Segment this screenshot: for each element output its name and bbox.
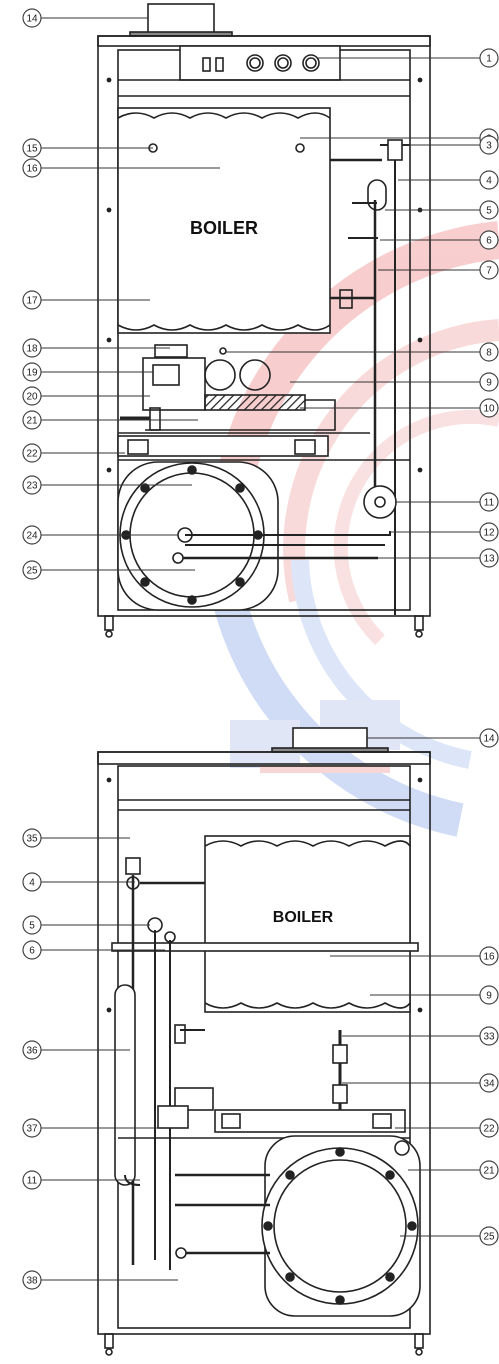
- callout-number: 16: [483, 952, 495, 963]
- callout-3: 3: [402, 135, 499, 155]
- callout-number: 6: [486, 236, 492, 247]
- callout-38: 38: [22, 1270, 178, 1290]
- callout-number: 14: [26, 14, 38, 25]
- callout-number: 12: [483, 528, 495, 539]
- callout-number: 18: [26, 344, 38, 355]
- callout-35: 35: [22, 828, 130, 848]
- callout-number: 17: [26, 296, 38, 307]
- callout-number: 1: [486, 54, 492, 65]
- callout-number: 4: [29, 878, 35, 889]
- callout-number: 21: [26, 416, 38, 427]
- callout-number: 34: [483, 1079, 495, 1090]
- callout-1: 1: [318, 48, 499, 68]
- callout-number: 13: [483, 554, 495, 565]
- callout-number: 36: [26, 1046, 38, 1057]
- callout-number: 35: [26, 834, 38, 845]
- callout-11: 11: [22, 1170, 140, 1190]
- callout-number: 23: [26, 481, 38, 492]
- callout-8: 8: [225, 342, 499, 362]
- callout-number: 15: [26, 144, 38, 155]
- callout-number: 37: [26, 1124, 38, 1135]
- callout-15: 15: [22, 138, 153, 158]
- callout-number: 11: [484, 498, 495, 509]
- callout-25: 25: [400, 1226, 499, 1246]
- callout-37: 37: [22, 1118, 160, 1138]
- callout-19: 19: [22, 362, 153, 382]
- callout-22: 22: [22, 443, 125, 463]
- callout-layer: 1415161718192021222324251234567891011121…: [22, 8, 499, 1290]
- callout-number: 6: [29, 946, 35, 957]
- callout-34: 34: [342, 1073, 499, 1093]
- callout-16: 16: [330, 946, 499, 966]
- callout-4: 4: [398, 170, 499, 190]
- callout-5: 5: [385, 200, 499, 220]
- callout-number: 10: [483, 404, 495, 415]
- callout-number: 22: [483, 1124, 495, 1135]
- boiler-label-top: BOILER: [190, 218, 258, 238]
- callout-12: 12: [390, 522, 499, 542]
- callout-number: 21: [483, 1166, 495, 1177]
- callout-number: 14: [483, 734, 495, 745]
- callout-4: 4: [22, 872, 135, 892]
- callout-number: 4: [486, 176, 492, 187]
- callout-number: 16: [26, 164, 38, 175]
- callout-number: 9: [486, 378, 492, 389]
- callout-number: 7: [486, 266, 492, 277]
- callout-20: 20: [22, 386, 150, 406]
- callout-9: 9: [290, 372, 499, 392]
- boiler-side-view: [97, 727, 431, 1356]
- callout-16: 16: [22, 158, 220, 178]
- callout-number: 33: [483, 1032, 495, 1043]
- callout-number: 24: [26, 531, 38, 542]
- callout-36: 36: [22, 1040, 130, 1060]
- callout-5: 5: [22, 915, 150, 935]
- callout-24: 24: [22, 525, 178, 545]
- callout-18: 18: [22, 338, 170, 358]
- callout-number: 3: [486, 141, 492, 152]
- callout-number: 22: [26, 449, 38, 460]
- callout-21: 21: [408, 1160, 499, 1180]
- callout-number: 25: [483, 1232, 495, 1243]
- callout-number: 11: [27, 1176, 38, 1187]
- boiler-label-bottom: BOILER: [273, 909, 334, 926]
- callout-13: 13: [378, 548, 499, 568]
- callout-22: 22: [395, 1118, 499, 1138]
- callout-number: 5: [29, 921, 35, 932]
- callout-6: 6: [380, 230, 499, 250]
- callout-11: 11: [395, 492, 499, 512]
- callout-6: 6: [22, 940, 165, 960]
- callout-25: 25: [22, 560, 195, 580]
- callout-17: 17: [22, 290, 150, 310]
- callout-14: 14: [367, 728, 499, 748]
- callout-9: 9: [370, 985, 499, 1005]
- callout-number: 5: [486, 206, 492, 217]
- callout-number: 25: [26, 566, 38, 577]
- callout-33: 33: [342, 1026, 499, 1046]
- callout-7: 7: [378, 260, 499, 280]
- callout-23: 23: [22, 475, 192, 495]
- callout-10: 10: [300, 398, 499, 418]
- callout-number: 20: [26, 392, 38, 403]
- callout-number: 9: [486, 991, 492, 1002]
- boiler-front-view: [97, 3, 431, 638]
- callout-14: 14: [22, 8, 148, 28]
- callout-number: 38: [26, 1276, 38, 1287]
- callout-number: 8: [486, 348, 492, 359]
- callout-number: 19: [26, 368, 38, 379]
- callout-21: 21: [22, 410, 198, 430]
